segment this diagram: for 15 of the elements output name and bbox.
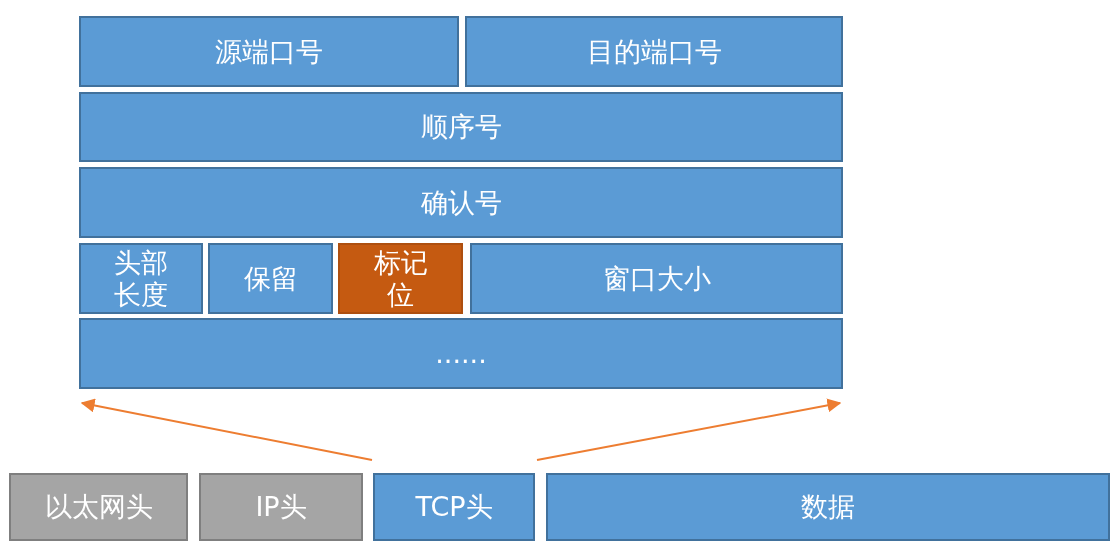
packet-segment: 以太网头	[9, 473, 188, 541]
packet-segment: TCP头	[373, 473, 535, 541]
header-field: 窗口大小	[470, 243, 843, 314]
header-field: 保留	[208, 243, 333, 314]
header-field: 顺序号	[79, 92, 843, 162]
header-field: 源端口号	[79, 16, 459, 87]
header-field: ......	[79, 318, 843, 389]
packet-segment: IP头	[199, 473, 363, 541]
packet-segment: 数据	[546, 473, 1110, 541]
arrow	[80, 398, 373, 461]
header-field: 头部长度	[79, 243, 203, 314]
header-field: 标记位	[338, 243, 463, 314]
arrow	[536, 398, 842, 461]
header-field: 确认号	[79, 167, 843, 238]
header-field: 目的端口号	[465, 16, 843, 87]
